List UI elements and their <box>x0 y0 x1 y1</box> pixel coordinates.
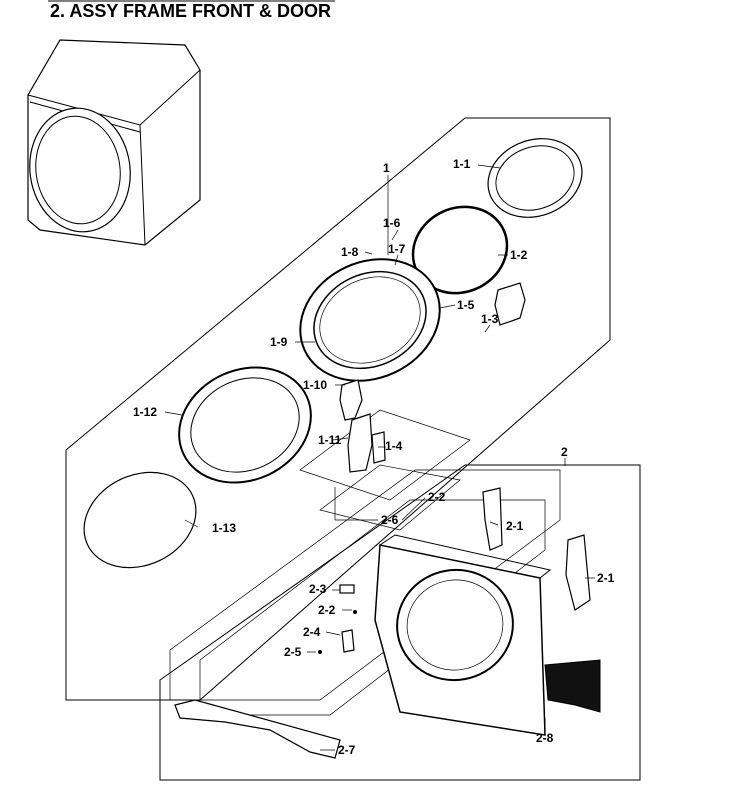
label-1-8: 1-8 <box>341 245 359 259</box>
part-1-12-door-outer <box>178 366 312 484</box>
frame-assembly-outline <box>159 464 641 781</box>
door-assembly-outline <box>65 117 611 701</box>
label-1-2: 1-2 <box>510 248 528 262</box>
label-1-11: 1-11 <box>318 433 342 447</box>
label-1-6: 1-6 <box>383 216 401 230</box>
label-2-1-b: 2-1 <box>597 571 615 585</box>
label-1: 1 <box>383 161 390 175</box>
part-1-3-plate <box>494 282 526 326</box>
part-2-4-latch <box>341 629 355 653</box>
label-1-12: 1-12 <box>133 405 157 419</box>
label-1-5: 1-5 <box>457 298 475 312</box>
part-2-3-clip <box>339 584 355 594</box>
label-1-10: 1-10 <box>303 378 327 392</box>
label-1-7: 1-7 <box>388 242 406 256</box>
part-1-1-outer-glass <box>487 138 583 218</box>
part-1-4-plate <box>371 431 386 464</box>
part-2-8-insulation-pad <box>544 659 601 713</box>
label-2: 2 <box>561 445 568 459</box>
part-2-1-bracket-right <box>565 534 591 611</box>
label-2-3: 2-3 <box>309 582 327 596</box>
label-1-1: 1-1 <box>453 157 471 171</box>
label-1-9: 1-9 <box>270 335 288 349</box>
part-2-front-frame <box>374 534 552 736</box>
part-1-11-hinge <box>347 413 373 473</box>
diagram-title: 2. ASSY FRAME FRONT & DOOR <box>50 1 332 21</box>
part-1-13-inner-glass <box>83 471 197 569</box>
label-2-1-a: 2-1 <box>506 519 524 533</box>
label-1-4: 1-4 <box>385 439 403 453</box>
label-2-2-b: 2-2 <box>318 603 336 617</box>
label-2-5: 2-5 <box>284 645 302 659</box>
label-2-4: 2-4 <box>303 625 321 639</box>
part-2-5-screw <box>318 650 322 654</box>
label-2-8: 2-8 <box>536 731 554 745</box>
label-2-2-a: 2-2 <box>428 490 446 504</box>
label-1-13: 1-13 <box>212 521 236 535</box>
part-1-10-hinge <box>339 379 363 421</box>
part-2-7-kick-plate <box>174 699 341 759</box>
label-1-3: 1-3 <box>481 312 499 326</box>
part-1-9-door-frame <box>299 258 441 382</box>
part-2-1-bracket-left <box>482 487 503 551</box>
label-2-6: 2-6 <box>381 513 399 527</box>
label-2-7: 2-7 <box>338 743 356 757</box>
dryer-overview-illustration <box>27 39 201 246</box>
part-2-2-screw <box>353 610 357 614</box>
